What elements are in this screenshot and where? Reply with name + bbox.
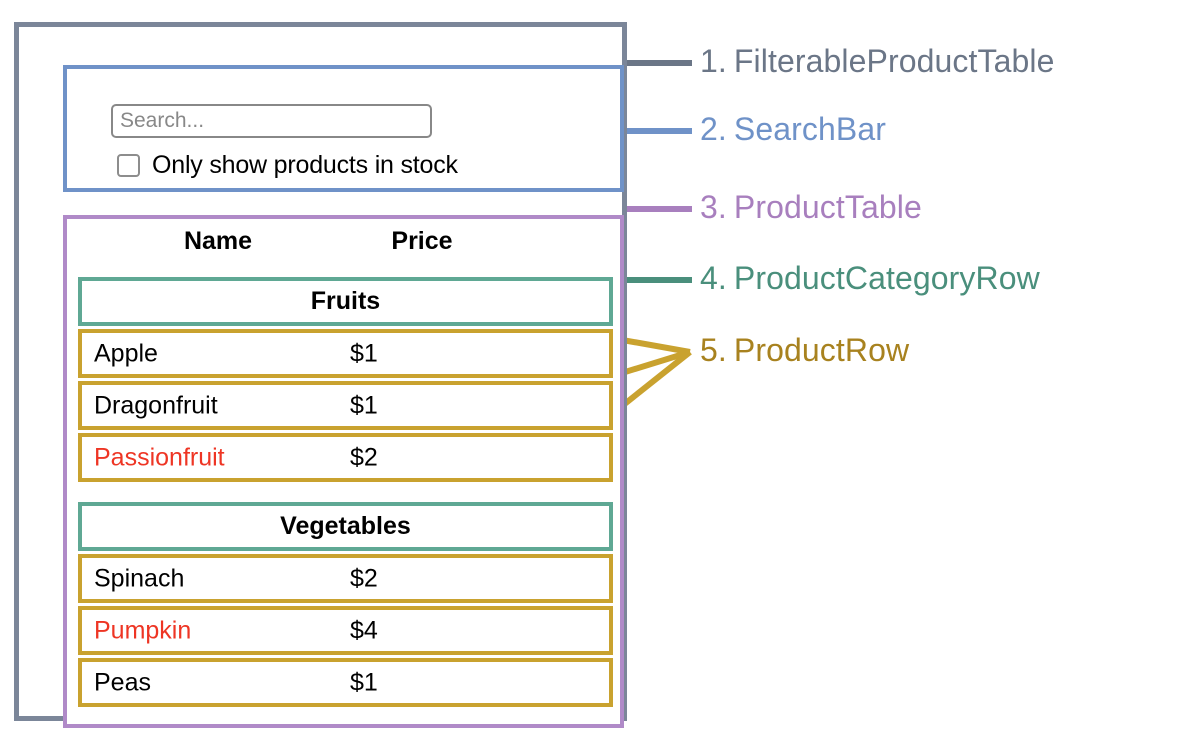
legend-item-filterable-product-table: 1.FilterableProductTable <box>700 43 1054 80</box>
product-category-label: Vegetables <box>280 512 411 540</box>
product-name: Dragonfruit <box>94 391 218 419</box>
legend-item-search-bar: 2.SearchBar <box>700 111 886 148</box>
product-category-label: Fruits <box>310 287 381 315</box>
legend-text-3: ProductTable <box>733 189 922 225</box>
legend-text-5: ProductRow <box>733 332 910 368</box>
search-input[interactable] <box>111 104 432 138</box>
product-price: $2 <box>350 443 378 471</box>
product-row: Pumpkin $4 <box>78 606 613 655</box>
legend-item-product-row: 5.ProductRow <box>700 332 909 369</box>
legend-number-3: 3. <box>700 189 727 225</box>
product-category-row: Fruits <box>78 277 613 326</box>
product-price: $1 <box>350 668 378 696</box>
legend-number-2: 2. <box>700 111 727 147</box>
product-row: Apple $1 <box>78 329 613 378</box>
row-group-spacer <box>78 485 613 502</box>
product-name: Passionfruit <box>94 443 225 471</box>
product-name: Peas <box>94 668 151 696</box>
product-name: Apple <box>94 339 158 367</box>
column-header-name: Name <box>183 227 253 255</box>
product-name: Spinach <box>94 564 185 592</box>
product-row: Passionfruit $2 <box>78 433 613 482</box>
column-header-price: Price <box>391 227 453 255</box>
legend-number-4: 4. <box>700 260 727 296</box>
product-price: $2 <box>350 564 378 592</box>
product-price: $4 <box>350 616 378 644</box>
in-stock-checkbox-label: Only show products in stock <box>152 151 458 179</box>
legend-text-2: SearchBar <box>733 111 886 147</box>
legend-text-4: ProductCategoryRow <box>733 260 1040 296</box>
search-bar-frame: Only show products in stock <box>63 65 624 192</box>
legend-number-1: 1. <box>700 43 727 79</box>
product-category-row: Vegetables <box>78 502 613 551</box>
product-name: Pumpkin <box>94 616 192 644</box>
product-row: Peas $1 <box>78 658 613 707</box>
product-price: $1 <box>350 339 378 367</box>
table-column-headers: Name Price <box>67 227 620 267</box>
in-stock-checkbox-row[interactable]: Only show products in stock <box>117 151 458 180</box>
product-price: $1 <box>350 391 378 419</box>
in-stock-checkbox[interactable] <box>117 154 140 177</box>
legend-text-1: FilterableProductTable <box>733 43 1055 79</box>
filterable-product-table-frame: Only show products in stock Name Price F… <box>14 22 627 728</box>
legend-number-5: 5. <box>700 332 727 368</box>
legend-item-product-table: 3.ProductTable <box>700 189 922 226</box>
product-row: Dragonfruit $1 <box>78 381 613 430</box>
legend-item-product-category-row: 4.ProductCategoryRow <box>700 260 1040 297</box>
product-row: Spinach $2 <box>78 554 613 603</box>
